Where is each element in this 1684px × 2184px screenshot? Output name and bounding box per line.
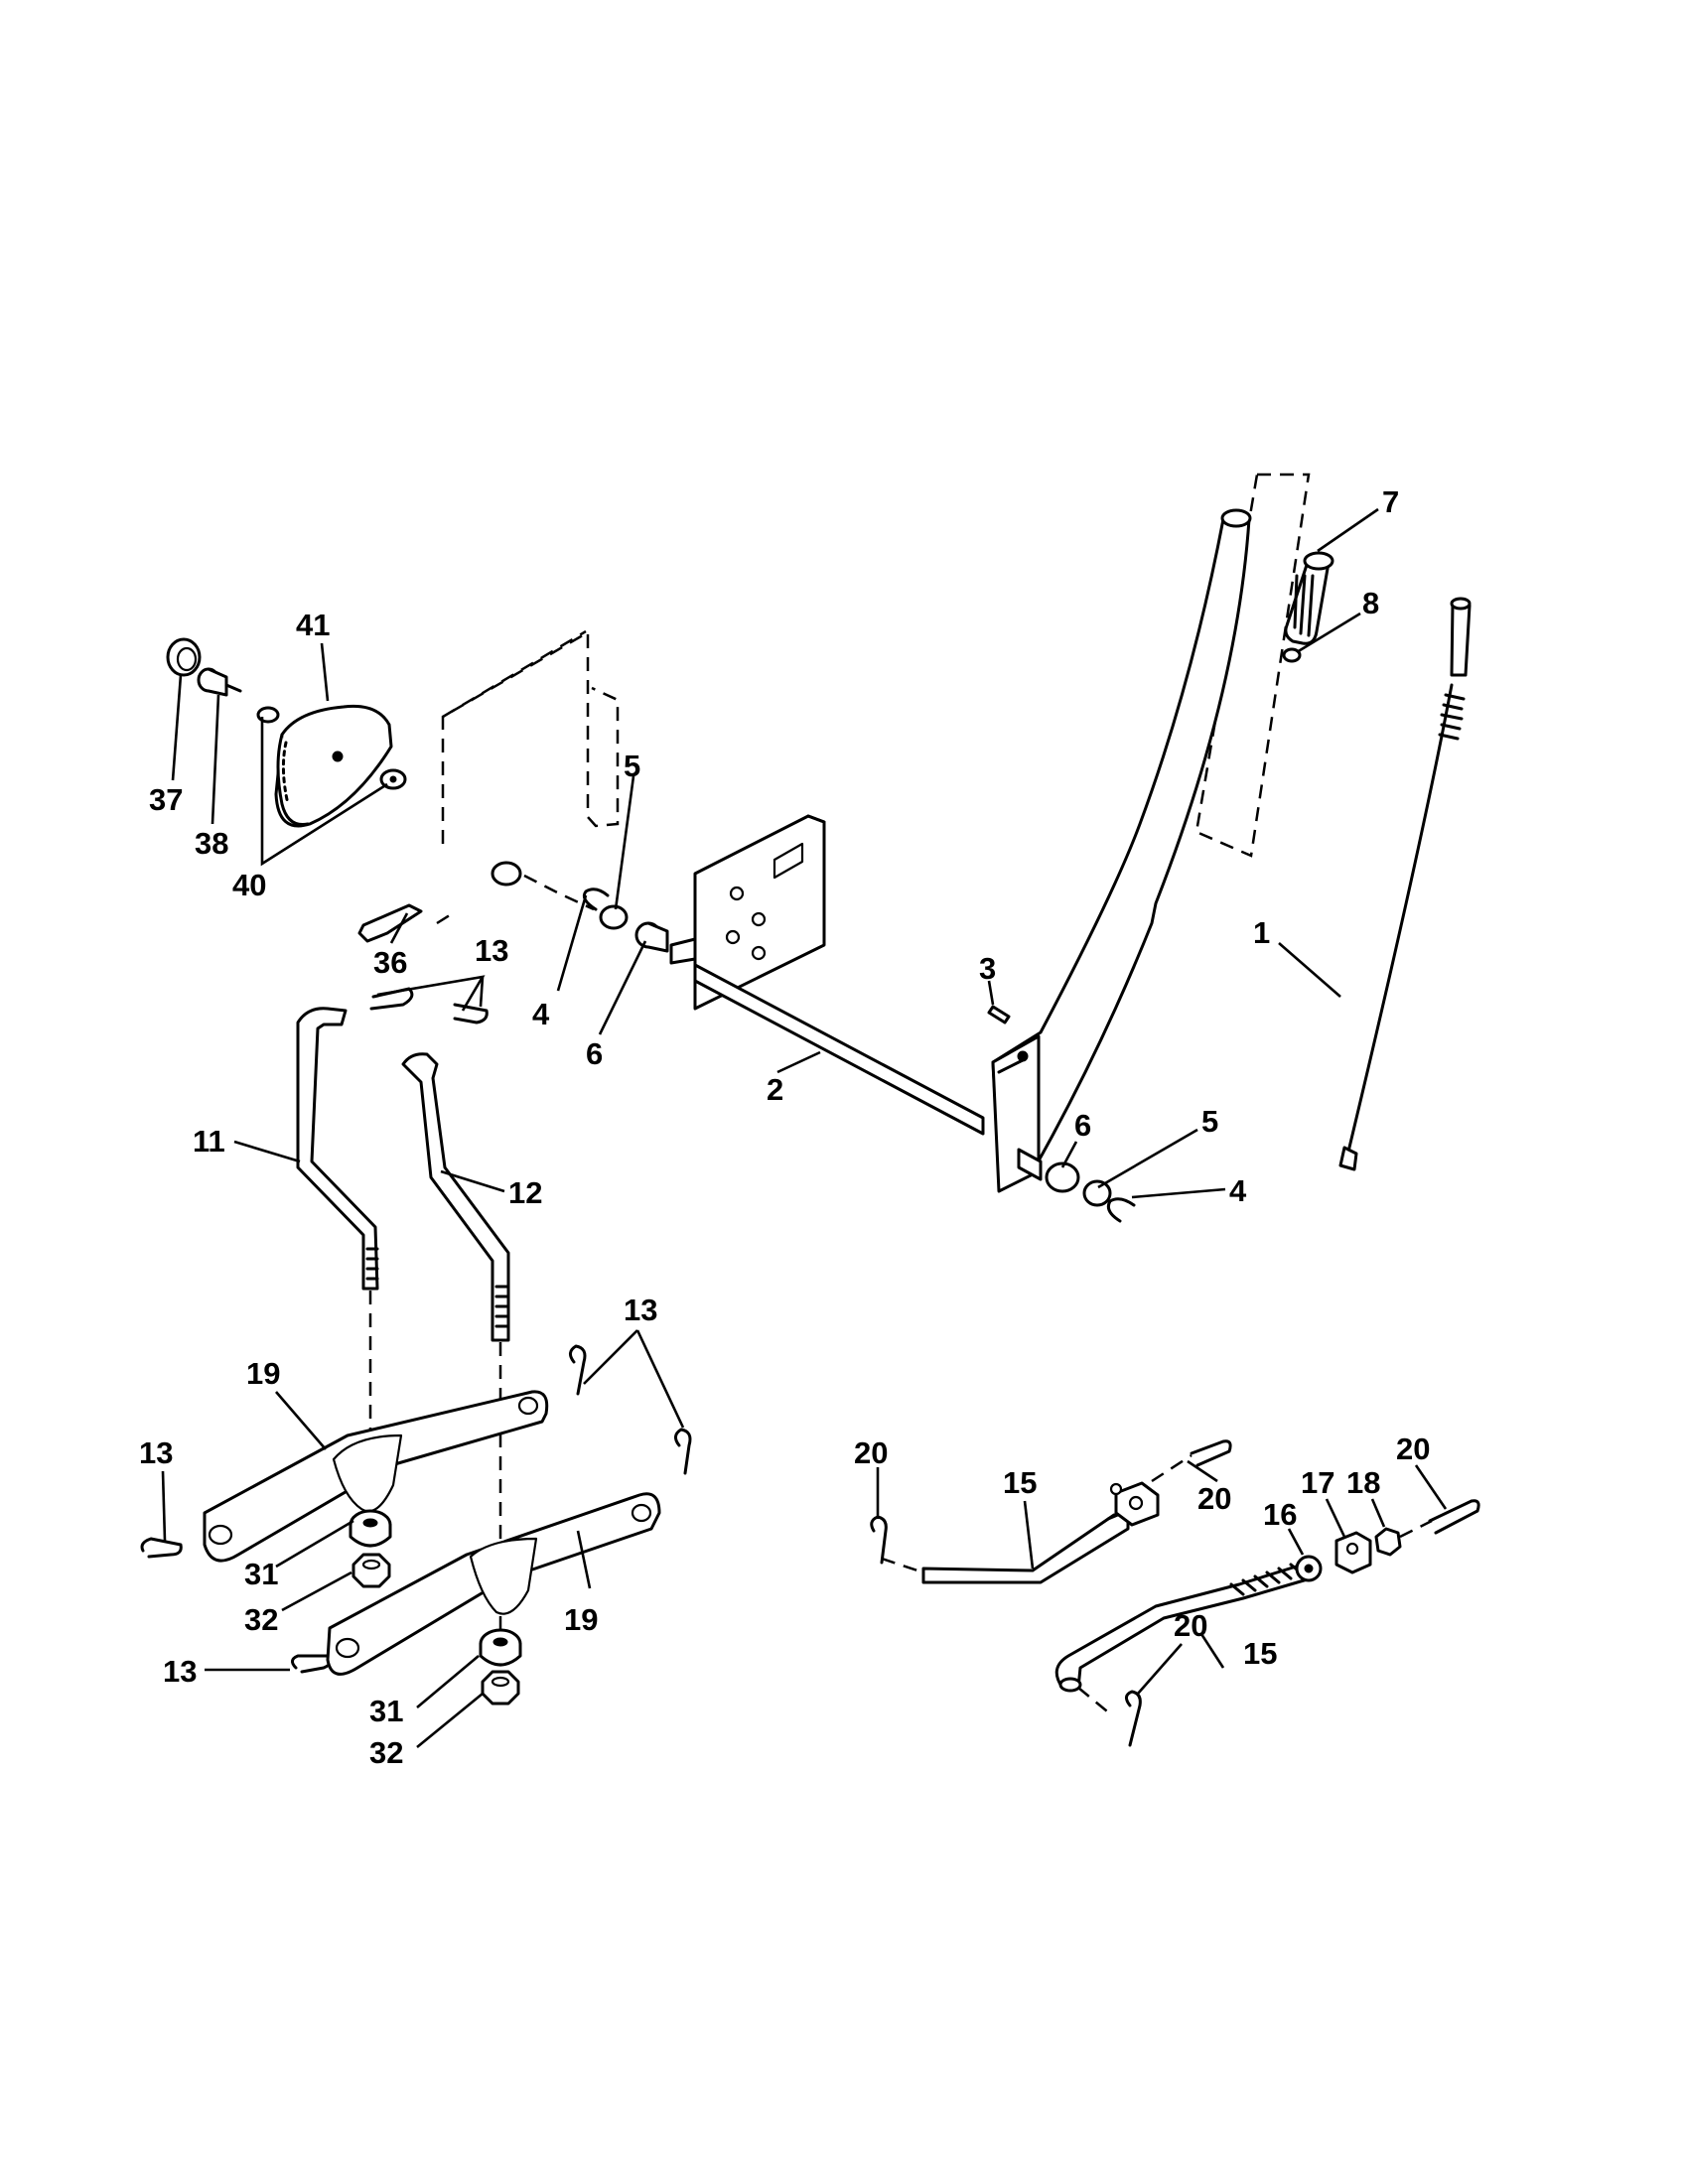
leader-lines (161, 507, 1448, 1749)
swivel-block-17 (1334, 1531, 1372, 1574)
hair-pin-f (291, 1654, 333, 1674)
callout-4-right: 4 (1229, 1173, 1247, 1208)
callout-12: 12 (508, 1175, 542, 1210)
lift-shaft-assembly (669, 814, 985, 1136)
callout-32-lower: 32 (369, 1735, 403, 1770)
shaft-right-bushing (1017, 1148, 1043, 1181)
knob-bolt (197, 667, 242, 697)
callout-labels: 7 8 1 3 2 5 4 6 6 5 4 41 37 38 40 36 13 … (139, 484, 1430, 1770)
callout-13-left: 13 (139, 1435, 173, 1470)
mounting-plate-outline (441, 629, 620, 844)
callout-31-upper: 31 (244, 1557, 278, 1591)
hair-pin-20-a (870, 1515, 888, 1565)
callout-20-mid: 20 (1197, 1481, 1231, 1516)
callout-2: 2 (767, 1072, 783, 1107)
rod-upper-dashline (881, 1557, 924, 1574)
callout-6-left: 6 (586, 1036, 603, 1071)
callout-13-top: 13 (475, 933, 508, 968)
hair-pin-d (674, 1428, 692, 1475)
mount-bushing (491, 861, 522, 887)
lift-link-11 (296, 1007, 379, 1291)
callout-7: 7 (1382, 484, 1399, 519)
bracket-stud-line (436, 911, 454, 925)
swivel-washer-16 (1295, 1555, 1323, 1582)
callout-17: 17 (1301, 1465, 1334, 1500)
callout-18: 18 (1346, 1465, 1380, 1500)
lift-lever-arm (991, 508, 1252, 1193)
callout-15-upper: 15 (1003, 1465, 1037, 1500)
hair-pin-20-c (1428, 1499, 1480, 1535)
callout-20-bottom: 20 (1174, 1608, 1207, 1643)
callout-19-lower: 19 (564, 1602, 598, 1637)
knob-quadrant (274, 704, 393, 828)
hair-pin-e (140, 1537, 183, 1559)
callout-32-upper: 32 (244, 1602, 278, 1637)
callout-5-left: 5 (624, 749, 640, 783)
swivel-nut-18 (1374, 1527, 1402, 1557)
handle-grip (1284, 551, 1334, 645)
callout-1: 1 (1253, 915, 1270, 950)
callout-13-right: 13 (624, 1293, 657, 1327)
washer-right-b (1082, 1179, 1112, 1207)
snap-ring-right (1106, 1197, 1136, 1223)
callout-40: 40 (232, 868, 266, 902)
callout-16: 16 (1263, 1497, 1297, 1532)
callout-11: 11 (193, 1124, 225, 1159)
spacer-lower (479, 1628, 522, 1667)
callout-19-upper: 19 (246, 1356, 280, 1391)
lift-link-12 (401, 1052, 510, 1342)
mounting-stud-line (523, 874, 595, 911)
washer-left (599, 904, 629, 930)
roll-pin (987, 1005, 1011, 1024)
lift-arm-lower (326, 1492, 661, 1676)
cable-assembly (1338, 597, 1472, 1171)
callout-36: 36 (373, 945, 407, 980)
callout-31-lower: 31 (369, 1694, 403, 1728)
callout-20-left: 20 (854, 1435, 888, 1470)
callout-6-right: 6 (1074, 1108, 1091, 1143)
callout-8: 8 (1362, 586, 1379, 620)
hair-pin-c (569, 1344, 587, 1396)
hair-pin-20-d (1125, 1690, 1142, 1747)
rod-upper-pin-dashline (1151, 1453, 1193, 1483)
callout-41: 41 (296, 608, 330, 642)
callout-20-right: 20 (1396, 1432, 1430, 1466)
adjust-rod-lower (1054, 1561, 1313, 1693)
hair-pin-20-b (1190, 1439, 1232, 1467)
callout-15-lower: 15 (1243, 1636, 1277, 1671)
knob-ring (166, 637, 202, 677)
nut-lower (481, 1670, 520, 1706)
callout-13-bottom: 13 (163, 1654, 197, 1689)
callout-38: 38 (195, 826, 228, 861)
callout-4-left: 4 (532, 997, 550, 1031)
bracket-part-36 (357, 903, 423, 943)
grip-ring (1282, 647, 1302, 663)
callout-5-right: 5 (1201, 1104, 1218, 1139)
hair-pin-b (453, 1003, 489, 1024)
lift-arm-upper (203, 1390, 549, 1563)
spacer-upper (349, 1509, 392, 1548)
swivel-dashline (1399, 1519, 1433, 1539)
snap-ring-left (582, 887, 610, 911)
washer-right-a (1045, 1161, 1080, 1193)
adjust-rod-upper (921, 1481, 1160, 1584)
rod-lower-dashline (1077, 1687, 1113, 1716)
callout-37: 37 (149, 782, 183, 817)
nut-upper (351, 1553, 391, 1588)
callout-3: 3 (979, 951, 996, 986)
bushing-left (634, 921, 669, 953)
